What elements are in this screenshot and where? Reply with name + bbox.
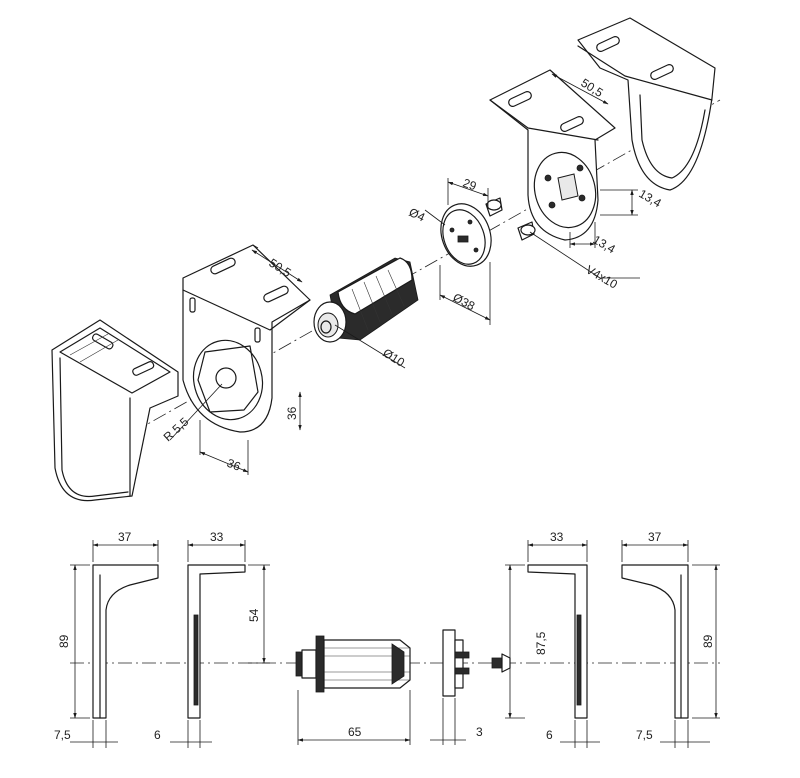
dim-right-plate-thick: 6 [546, 728, 553, 742]
right-ceiling-bracket [577, 17, 716, 191]
dim-shaft-dia: Ø10 [380, 346, 407, 370]
dim-left-bracket-width: 37 [118, 530, 132, 544]
dim-offset-a: 13,4 [637, 186, 665, 210]
dim-hole-height: 36 [285, 406, 299, 420]
dim-disc-hole: 29 [461, 176, 479, 194]
dim-width-right: 50,5 [578, 76, 606, 100]
screw-label: V4x10 [584, 262, 621, 291]
dim-radius: R 5,5 [161, 414, 192, 444]
dim-disc-dia: Ø38 [451, 290, 478, 313]
side-right-plate: 33 87,5 6 [505, 530, 600, 748]
dim-right-bracket-width: 37 [648, 530, 662, 544]
side-left-plate: 33 54 6 [154, 530, 270, 748]
dim-left-plate-height: 54 [247, 608, 261, 622]
side-left-bracket: 37 89 7,5 [54, 530, 159, 748]
side-disc: 3 [430, 629, 483, 745]
dim-left-plate-width: 33 [210, 530, 224, 544]
dim-right-bracket-height: 89 [701, 634, 715, 648]
dim-left-bracket-thick: 7,5 [54, 728, 71, 742]
tube-adapter [313, 257, 419, 343]
dim-hole-width: 36 [225, 456, 243, 474]
dim-left-bracket-height: 89 [57, 634, 71, 648]
side-adapter: 65 [295, 635, 411, 745]
side-right-bracket: 37 89 7,5 [621, 530, 720, 748]
dim-right-plate-height: 87,5 [534, 631, 548, 655]
side-screw [491, 653, 511, 673]
isometric-view: 50,5 50,5 Ø10 R 5,5 36 36 Ø38 [51, 17, 721, 502]
right-mounting-plate [489, 69, 616, 241]
dim-disc-thick: 3 [476, 725, 483, 739]
left-ceiling-bracket [51, 319, 179, 502]
side-view: 37 89 7,5 33 54 [54, 530, 720, 748]
dim-left-plate-thick: 6 [154, 728, 161, 742]
dim-offset-b: 13,4 [591, 232, 619, 256]
dim-adapter-length: 65 [348, 725, 362, 739]
dim-right-bracket-thick: 7,5 [636, 728, 653, 742]
dim-screw-dia: Ø4 [407, 205, 428, 225]
dim-right-plate-width: 33 [550, 530, 564, 544]
left-mounting-plate [182, 244, 311, 433]
screws [485, 197, 536, 241]
adapter-disc [440, 203, 492, 267]
